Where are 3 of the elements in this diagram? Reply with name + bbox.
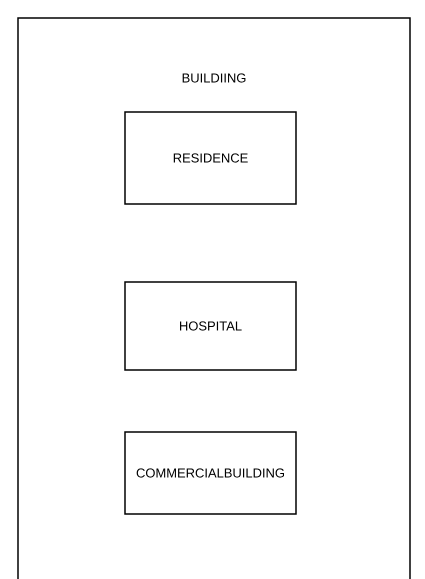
- class-box: COMMERCIALBUILDING: [124, 431, 297, 515]
- class-box: HOSPITAL: [124, 281, 297, 371]
- class-box: RESIDENCE: [124, 111, 297, 205]
